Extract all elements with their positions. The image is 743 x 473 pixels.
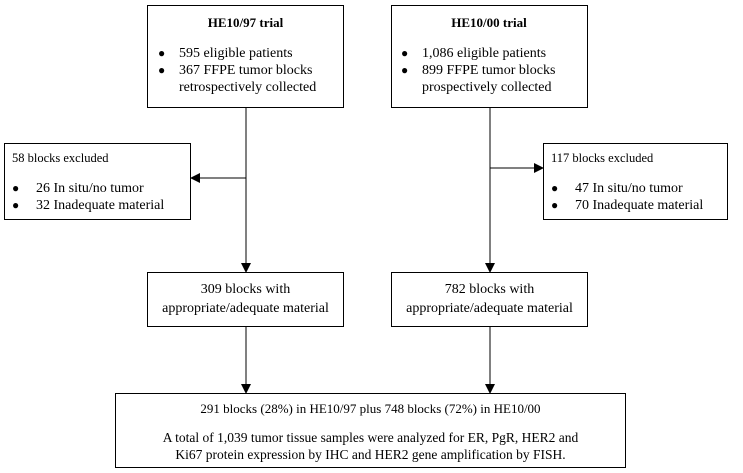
- total-box: 291 blocks (28%) in HE10/97 plus 748 blo…: [115, 393, 626, 468]
- trial-title: HE10/00 trial: [451, 15, 527, 30]
- adequate-box-right: 782 blocks with appropriate/adequate mat…: [391, 272, 588, 327]
- bullet-item: ●1,086 eligible patients: [401, 46, 547, 61]
- total-summary: 291 blocks (28%) in HE10/97 plus 748 blo…: [200, 401, 541, 416]
- adequate-count: 309 blocks with: [200, 282, 291, 297]
- adequate-description: appropriate/adequate material: [162, 301, 329, 316]
- trial-box-he10-97: HE10/97 trial ●595 eligible patients ●36…: [147, 5, 344, 108]
- exclusion-heading: 117 blocks excluded: [551, 151, 654, 165]
- trial-title: HE10/97 trial: [207, 15, 284, 30]
- exclusion-item: ●70 Inadequate material: [551, 198, 704, 213]
- trial-box-he10-00: HE10/00 trial ●1,086 eligible patients ●…: [391, 5, 588, 108]
- exclusion-item: ●26 In situ/no tumor: [12, 181, 144, 196]
- bullet-item: ●595 eligible patients: [158, 46, 293, 61]
- adequate-box-left: 309 blocks with appropriate/adequate mat…: [147, 272, 344, 327]
- bullet-item: ●367 FFPE tumor blocks: [158, 63, 313, 78]
- exclusion-box-left: 58 blocks excluded ●26 In situ/no tumor …: [4, 143, 191, 220]
- exclusion-item: ●47 In situ/no tumor: [551, 181, 683, 196]
- exclusion-box-right: 117 blocks excluded ●47 In situ/no tumor…: [543, 143, 728, 220]
- total-analysis-line2: Ki67 protein expression by IHC and HER2 …: [175, 447, 566, 462]
- bullet-item: ●899 FFPE tumor blocks: [401, 63, 556, 78]
- adequate-count: 782 blocks with: [444, 282, 535, 297]
- exclusion-item: ●32 Inadequate material: [12, 198, 165, 213]
- exclusion-heading: 58 blocks excluded: [12, 151, 109, 165]
- bullet-continuation: prospectively collected: [422, 80, 552, 95]
- bullet-continuation: retrospectively collected: [179, 80, 317, 95]
- total-analysis-line1: A total of 1,039 tumor tissue samples we…: [162, 430, 579, 445]
- adequate-description: appropriate/adequate material: [406, 301, 573, 316]
